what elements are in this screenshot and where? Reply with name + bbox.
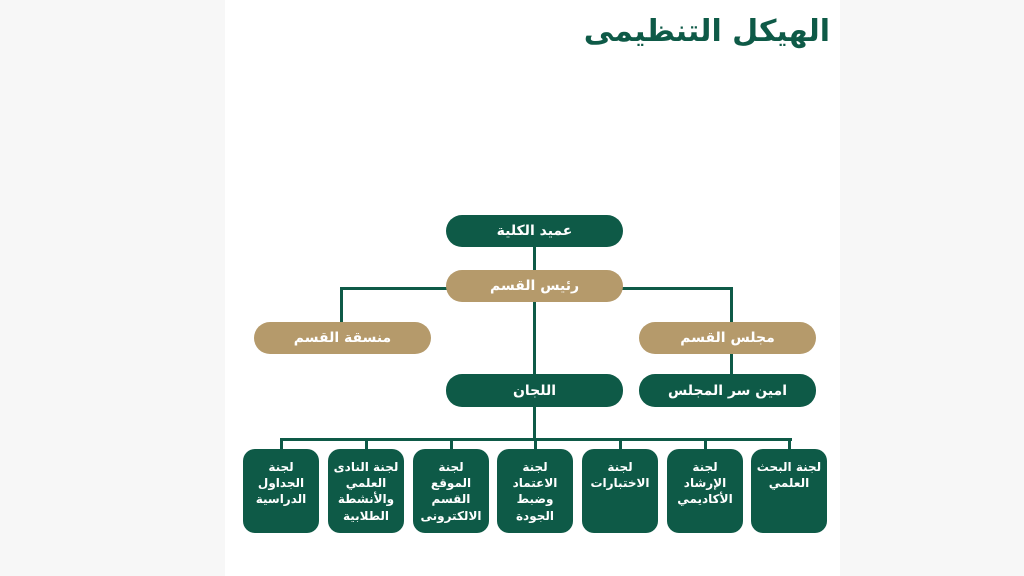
committee-card: لجنة الإرشاد الأكاديمي [667, 449, 743, 533]
connector [533, 247, 536, 440]
connector [788, 438, 791, 450]
committee-card: لجنة البحث العلمي [751, 449, 827, 533]
connector [619, 438, 622, 450]
node-department-head: رئيس القسم [446, 270, 623, 302]
connector [704, 438, 707, 450]
connector [280, 438, 283, 450]
page-title: الهيكل التنظيمى [583, 14, 830, 49]
connector [534, 438, 537, 450]
node-dean: عميد الكلية [446, 215, 623, 247]
committee-card: لجنة النادى العلمي والأنشطة الطلابية [328, 449, 404, 533]
node-council: مجلس القسم [639, 322, 816, 354]
connector [340, 287, 343, 323]
committee-card: لجنة الجداول الدراسية [243, 449, 319, 533]
node-council-secretary: امين سر المجلس [639, 374, 816, 407]
node-committees: اللجان [446, 374, 623, 407]
committee-card: لجنة الاختبارات [582, 449, 658, 533]
connector [365, 438, 368, 450]
committee-card: لجنة الموقع القسم الالكترونى [413, 449, 489, 533]
committee-card: لجنة الاعتماد وضبط الجودة [497, 449, 573, 533]
node-coordinator: منسقة القسم [254, 322, 431, 354]
connector [450, 438, 453, 450]
